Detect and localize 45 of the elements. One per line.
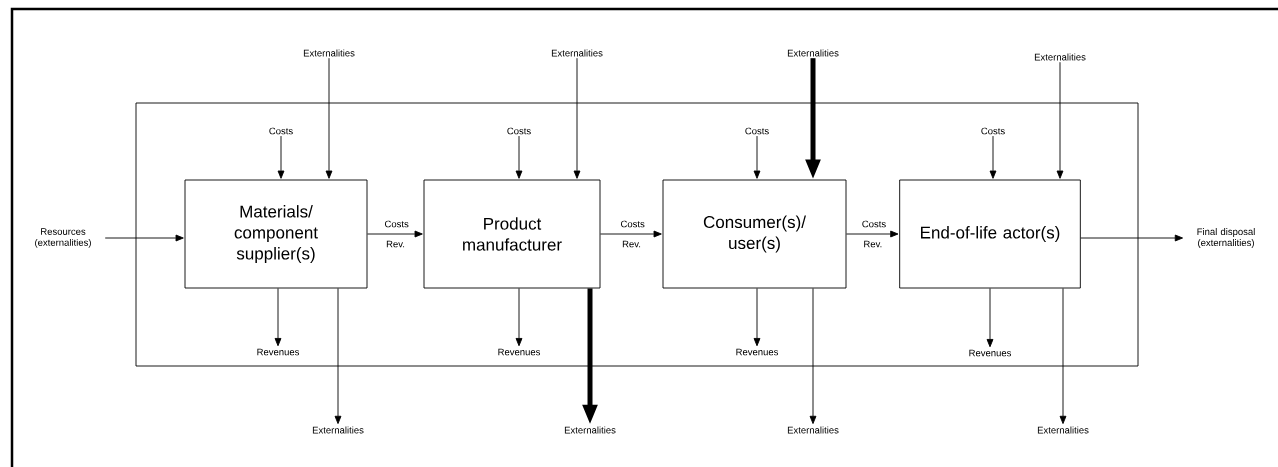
arrow <box>573 57 581 179</box>
arrow <box>367 230 423 238</box>
arrow <box>1059 288 1067 425</box>
arrow <box>515 135 523 179</box>
arrow <box>1080 234 1183 242</box>
process-box: Materials/ component supplier(s) <box>184 179 368 289</box>
flow-label: Externalities <box>303 49 355 57</box>
process-box: End-of-life actor(s) <box>899 179 1081 289</box>
flow-label: Costs <box>745 127 769 135</box>
arrow <box>753 135 761 179</box>
flow-label: Final disposal (externalities) <box>1197 228 1255 248</box>
flow-label: Externalities <box>1034 53 1086 61</box>
flow-label: Revenues <box>736 348 779 356</box>
arrow <box>334 288 342 425</box>
arrow <box>104 234 184 242</box>
arrow <box>277 135 285 179</box>
flow-label: Resources (externalities) <box>35 228 91 248</box>
arrow <box>989 135 997 179</box>
flow-label: Externalities <box>564 426 616 434</box>
arrow <box>986 288 994 348</box>
arrow <box>1056 61 1064 179</box>
flow-label: Externalities <box>312 426 364 434</box>
flow-label: Revenues <box>498 348 541 356</box>
flow-label: Costs <box>981 127 1005 135</box>
process-box: Consumer(s)/ user(s) <box>662 179 847 289</box>
flow-label: Externalities <box>787 426 839 434</box>
flow-label: Costs <box>269 127 293 135</box>
arrow <box>600 230 662 238</box>
arrow <box>274 288 282 347</box>
arrow <box>753 288 761 347</box>
edge-label: Costs Rev. <box>862 220 886 248</box>
arrow <box>846 230 899 238</box>
flow-label: Revenues <box>969 349 1012 357</box>
arrow <box>515 288 523 347</box>
flow-label: Externalities <box>551 49 603 57</box>
edge-label: Costs Rev. <box>621 220 645 248</box>
flow-label: Externalities <box>787 49 839 57</box>
flow-label: Costs <box>507 127 531 135</box>
flow-label: Externalities <box>1037 426 1089 434</box>
arrow <box>325 57 333 179</box>
edge-label: Costs Rev. <box>385 220 409 248</box>
boundary-box <box>135 102 1139 367</box>
flow-label: Revenues <box>257 348 300 356</box>
process-box: Product manufacturer <box>423 179 601 289</box>
arrow <box>809 288 817 425</box>
